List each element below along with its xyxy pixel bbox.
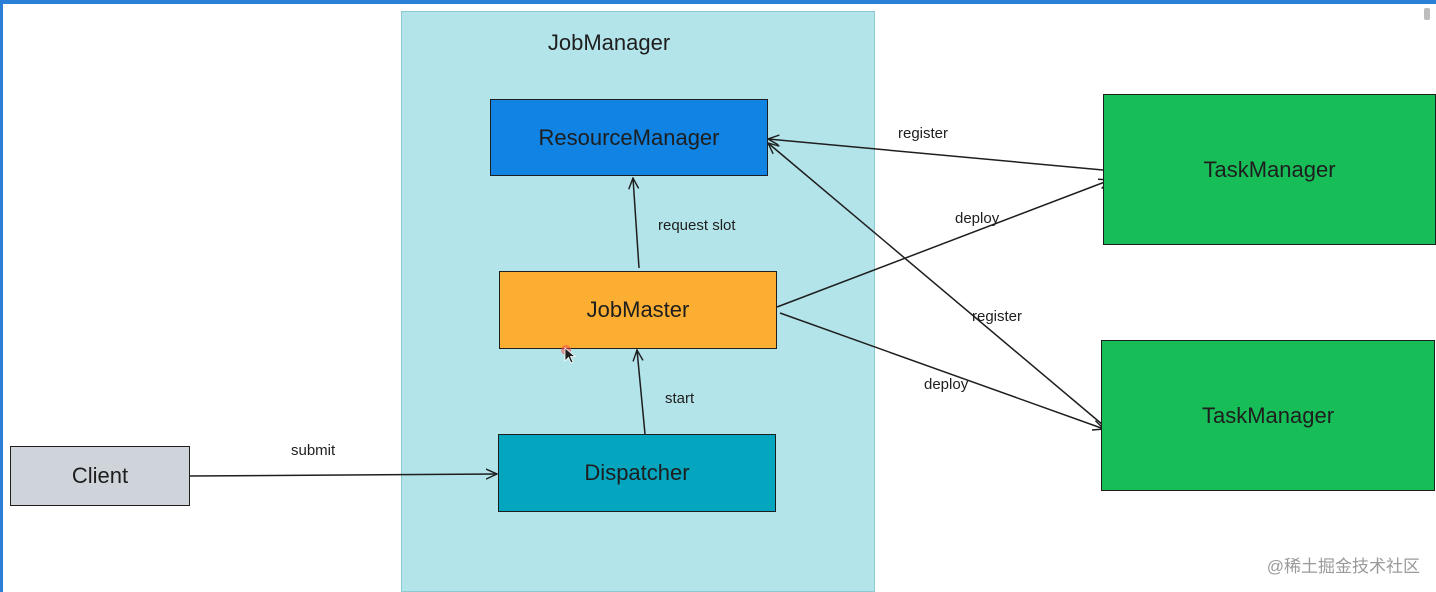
task-manager-node-2: TaskManager	[1101, 340, 1435, 491]
window-corner-mark	[1424, 8, 1430, 20]
watermark: @稀土掘金技术社区	[1266, 557, 1420, 576]
edge-register-2-arrow	[768, 143, 1104, 426]
edge-deploy-2-arrow	[779, 312, 1104, 429]
dispatcher-label: Dispatcher	[584, 460, 690, 485]
jobmanager-title: JobManager	[547, 30, 671, 55]
client-label: Client	[71, 463, 129, 488]
job-master-node: JobMaster	[499, 271, 777, 349]
edge-start-arrow	[637, 350, 646, 435]
edge-label-register-2: register	[972, 308, 1023, 325]
task-manager-1-label: TaskManager	[1203, 156, 1336, 182]
task-manager-node-1: TaskManager	[1103, 94, 1436, 245]
resource-manager-label: ResourceManager	[538, 124, 720, 150]
job-master-label: JobMaster	[586, 297, 690, 322]
edge-label-deploy-2: deploy	[924, 376, 969, 393]
edge-label-start: start	[665, 390, 695, 407]
task-manager-2-label: TaskManager	[1201, 402, 1335, 428]
edge-register-1-arrow	[768, 139, 1104, 171]
mouse-cursor-icon	[561, 345, 577, 364]
edge-label-register-1: register	[898, 125, 949, 142]
edge-request-slot-arrow	[633, 178, 640, 269]
client-node: Client	[10, 446, 190, 506]
edge-label-submit: submit	[291, 442, 336, 459]
edge-label-request-slot: request slot	[658, 217, 736, 234]
edge-submit-arrow	[189, 474, 497, 476]
edge-label-deploy-1: deploy	[955, 210, 1000, 227]
edge-deploy-1-arrow	[776, 180, 1110, 308]
resource-manager-node: ResourceManager	[490, 99, 768, 176]
dispatcher-node: Dispatcher	[498, 434, 776, 512]
